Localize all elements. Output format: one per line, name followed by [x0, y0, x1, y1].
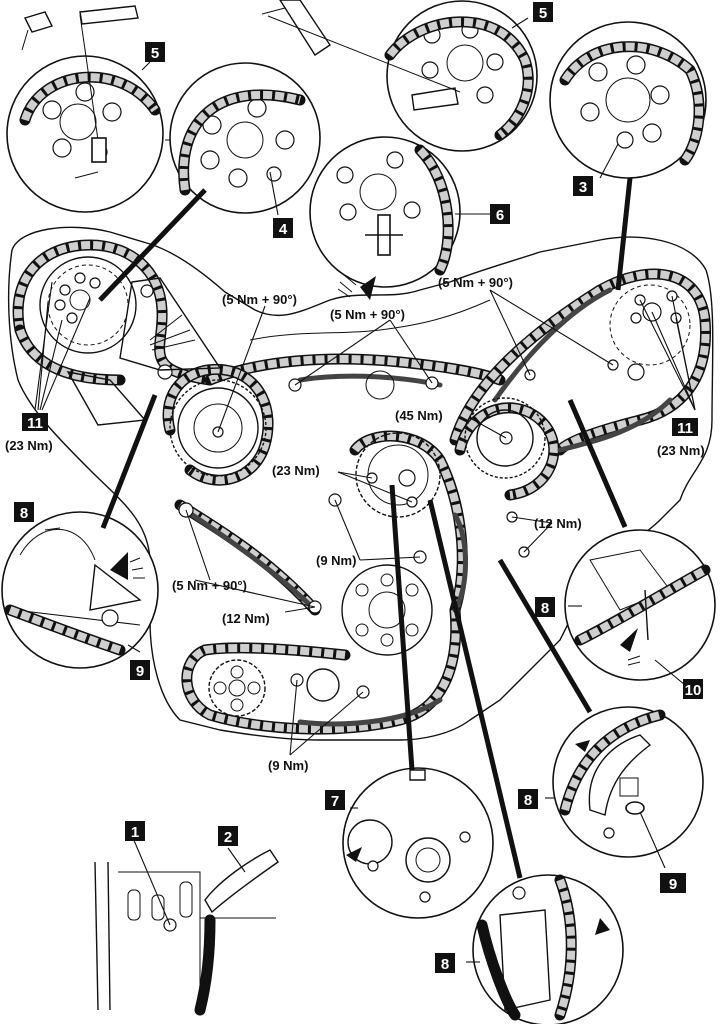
svg-text:7: 7 [331, 793, 339, 810]
torque-center-bolts: (23 Nm) [272, 463, 320, 478]
right-idler-sprocket [464, 397, 546, 479]
center-sprocket [355, 432, 441, 518]
svg-text:10: 10 [685, 682, 702, 699]
detail-view-tensioner-left [1, 511, 159, 669]
torque-left-guide-upper: (5 Nm + 90°) [172, 578, 247, 593]
svg-text:8: 8 [524, 792, 532, 809]
svg-text:1: 1 [131, 824, 139, 841]
svg-text:9: 9 [136, 663, 144, 680]
callout-6: 6 [490, 204, 510, 224]
callout-2: 2 [218, 826, 238, 846]
svg-text:11: 11 [27, 415, 43, 432]
left-tensioner [66, 277, 222, 426]
svg-text:11: 11 [677, 420, 693, 437]
svg-text:8: 8 [541, 600, 549, 617]
callout-8-right: 8 [535, 597, 555, 617]
torque-right-cam-bolts: (23 Nm) [657, 443, 705, 458]
torque-left-cam-bolts: (23 Nm) [5, 438, 53, 453]
detail-view-camshaft-locking-right [261, 0, 538, 152]
callout-1: 1 [125, 821, 145, 841]
torque-left-guide-lower: (12 Nm) [222, 611, 270, 626]
detail-view-camshaft-3 [549, 21, 707, 179]
callout-11-left: 11 [22, 413, 48, 432]
left-intake-sprocket [169, 379, 267, 477]
torque-tensioner-center: (9 Nm) [316, 553, 356, 568]
callout-7: 7 [325, 790, 345, 810]
left-camshaft-sprocket [39, 256, 137, 354]
svg-text:5: 5 [539, 5, 547, 22]
crankshaft-sprocket [341, 564, 433, 656]
torque-oil-pump-bolts: (9 Nm) [268, 758, 308, 773]
callout-9-left: 9 [130, 660, 150, 680]
callout-5-left: 5 [145, 42, 165, 62]
callout-8-left: 8 [14, 502, 34, 522]
right-camshaft-sprocket [609, 284, 691, 366]
callout-8-bottom: 8 [435, 953, 455, 973]
svg-text:6: 6 [496, 207, 504, 224]
torque-upper-guide-left: (5 Nm + 90°) [222, 292, 297, 307]
detail-view-tensioner-bottom [472, 874, 624, 1024]
callout-10: 9 [660, 873, 686, 893]
leader-lines [34, 17, 696, 963]
callout-11-right: 11 [672, 418, 698, 437]
svg-text:2: 2 [224, 829, 232, 846]
chain-guides [182, 287, 673, 727]
detail-view-camshaft-lock-6 [309, 136, 461, 300]
torque-tensioner-right: (12 Nm) [534, 516, 582, 531]
svg-text:9: 9 [669, 876, 677, 893]
svg-text:8: 8 [441, 956, 449, 973]
detail-view-tensioner-right [564, 529, 716, 681]
svg-text:4: 4 [279, 221, 288, 238]
svg-text:8: 8 [20, 505, 28, 522]
detail-view-camshaft-4 [165, 62, 321, 214]
torque-upper-guide-center: (5 Nm + 90°) [330, 307, 405, 322]
callout-8-tensioner: 8 [518, 789, 538, 809]
callout-9-right: 10 [683, 679, 703, 699]
detail-view-tensioner-10 [552, 706, 704, 858]
callout-3: 3 [573, 176, 593, 196]
torque-right-guide: (5 Nm + 90°) [438, 275, 513, 290]
torque-idler-sprocket: (45 Nm) [395, 408, 443, 423]
detail-view-plug-1-2 [94, 849, 279, 1016]
detail-view-camshaft-locking-left [6, 5, 164, 213]
detail-view-crankshaft-7 [342, 767, 494, 919]
svg-text:5: 5 [151, 45, 159, 62]
svg-text:3: 3 [579, 179, 587, 196]
callout-5-right: 5 [533, 2, 553, 22]
callout-4: 4 [273, 218, 293, 238]
